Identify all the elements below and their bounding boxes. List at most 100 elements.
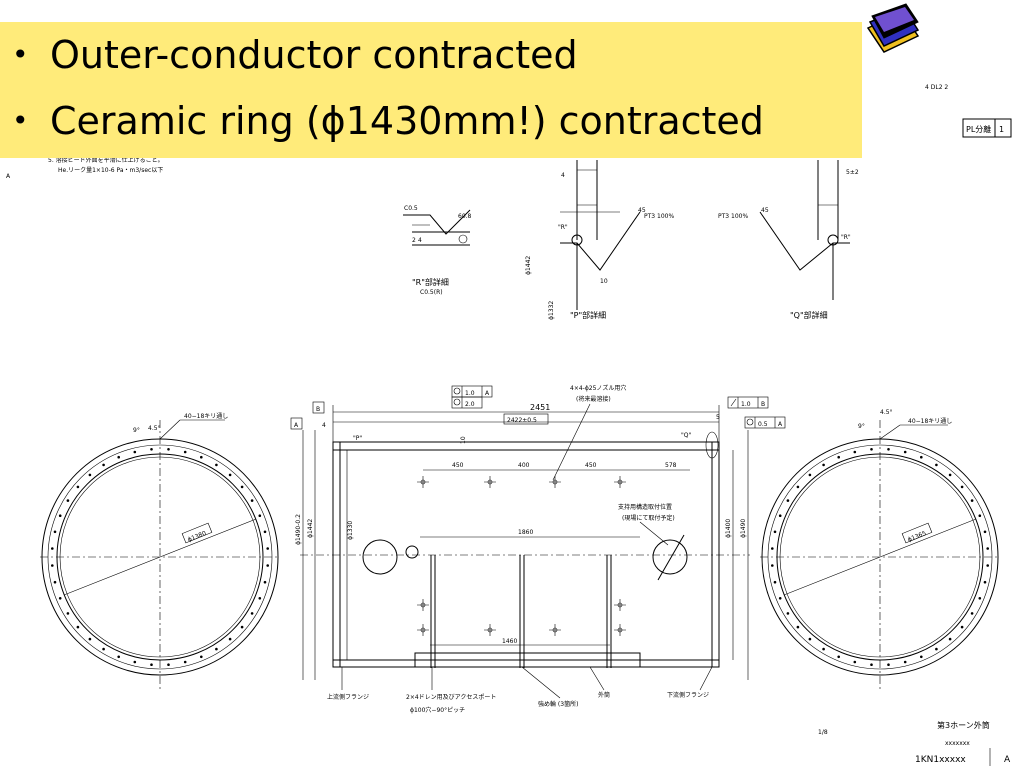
bolt-hole	[935, 463, 938, 467]
svg-text:A: A	[485, 390, 490, 397]
bolt-hole	[808, 637, 812, 641]
svg-text:ϕ100穴−90°ピッチ: ϕ100穴−90°ピッチ	[410, 706, 465, 714]
svg-text:1860: 1860	[518, 529, 533, 536]
bolt-hole	[215, 463, 218, 467]
nozzle-hole-mark	[417, 599, 429, 611]
svg-text:10: 10	[600, 278, 608, 285]
bolt-hole	[183, 660, 187, 664]
svg-text:5±2: 5±2	[846, 169, 859, 176]
bolt-hole	[771, 547, 774, 550]
bolt-hole	[978, 597, 982, 600]
bolt-hole	[948, 637, 952, 641]
svg-text:40−18キリ通し: 40−18キリ通し	[908, 417, 952, 425]
bolt-hole	[903, 660, 907, 664]
nozzle-note: 4×4-ϕ25ノズル用穴	[570, 384, 626, 392]
svg-text:A: A	[294, 422, 299, 429]
svg-text:45: 45	[638, 207, 646, 214]
bolt-hole	[903, 450, 907, 454]
bolt-hole	[263, 580, 267, 584]
title-block-sheet: A	[1004, 755, 1011, 765]
bolt-hole	[796, 625, 800, 629]
bullet-item: •Outer-conductor contracted	[12, 33, 578, 77]
title-block-sub: xxxxxxx	[945, 740, 970, 747]
svg-text:ϕ1442: ϕ1442	[307, 519, 314, 538]
drawing-header-ref: 4 DL2 2	[925, 84, 948, 91]
svg-text:1.0: 1.0	[465, 390, 475, 397]
pl-value: 1	[999, 125, 1004, 134]
bolt-hole	[263, 530, 267, 534]
detail-Q-label: "Q"部詳細	[790, 310, 828, 320]
dim-inner-length: 2422±0.5	[507, 417, 537, 424]
nozzle-hole-mark	[614, 624, 626, 636]
svg-text:1.0: 1.0	[741, 401, 751, 408]
bolt-hole	[258, 597, 262, 600]
drawing-note-2: He.リーク量1×10-6 Pa・m3/sec以下	[58, 167, 163, 174]
bolt-hole	[66, 612, 70, 615]
bolt-hole	[51, 564, 54, 567]
nozzle-hole-mark	[614, 476, 626, 488]
bolt-hole	[53, 580, 57, 584]
svg-text:10: 10	[460, 436, 467, 444]
svg-text:1460: 1460	[502, 638, 517, 645]
svg-text:4.5°: 4.5°	[148, 425, 161, 432]
bolt-hole	[53, 530, 57, 534]
bolt-hole	[887, 448, 890, 451]
svg-text:2: 2	[412, 237, 416, 244]
bolt-hole	[822, 647, 825, 651]
bolt-hole	[88, 473, 92, 477]
title-block-number: 1KN1xxxxx	[915, 755, 966, 765]
nozzle-hole	[420, 479, 426, 485]
bolt-hole	[773, 580, 777, 584]
title-block-name: 第3ホーン外筒	[937, 720, 990, 730]
svg-text:ϕ1380: ϕ1380	[187, 530, 208, 544]
nozzle-hole-mark	[417, 476, 429, 488]
svg-text:4.5°: 4.5°	[880, 409, 893, 416]
svg-text:60.8: 60.8	[458, 213, 472, 220]
bolt-hole	[167, 663, 170, 666]
svg-text:B: B	[761, 401, 765, 408]
bolt-hole	[853, 660, 857, 664]
detail-Q: 5±2 PT3 100% 45 "R" "Q"部詳細	[718, 160, 859, 320]
drawing-note-1: 5. 溶接ビード外面を平滑に仕上げること。	[48, 156, 164, 164]
bolt-hole	[266, 547, 270, 550]
svg-text:A: A	[778, 421, 783, 428]
svg-text:C0.5: C0.5	[404, 205, 418, 212]
svg-text:450: 450	[452, 462, 464, 469]
bolt-hole	[240, 485, 244, 489]
bolt-hole	[102, 463, 105, 467]
svg-text:C0.5(R): C0.5(R)	[420, 289, 443, 296]
svg-text:ϕ1365: ϕ1365	[907, 530, 928, 544]
bolt-hole	[786, 499, 790, 502]
bolt-hole	[258, 514, 262, 517]
bolt-hole	[978, 514, 982, 517]
nozzle-hole-mark	[614, 599, 626, 611]
bolt-hole	[796, 485, 800, 489]
svg-text:578: 578	[665, 462, 677, 469]
bolt-hole	[228, 637, 232, 641]
svg-text:(現場にて取付予定): (現場にて取付予定)	[622, 514, 675, 522]
detail-P: 4 10 "R" PT3 100% 45 ϕ1442 ϕ1332 "P"部詳細	[525, 160, 674, 320]
detail-R: C0.5 60.8 2 4 "R"部詳細 C0.5(R)	[403, 205, 472, 296]
svg-text:ϕ1490-0.2: ϕ1490-0.2	[295, 514, 302, 545]
bolt-hole	[150, 663, 153, 666]
bullet-callout: •Outer-conductor contracted •Ceramic rin…	[0, 22, 862, 158]
bolt-hole	[960, 625, 964, 629]
label-downstream-flange: 下流側フランジ	[667, 691, 709, 699]
bolt-hole	[117, 655, 120, 659]
bullet-item: •Ceramic ring (ϕ1430mm!) contracted	[12, 99, 764, 143]
svg-text:PT3 100%: PT3 100%	[644, 213, 674, 220]
bolt-hole	[986, 547, 989, 550]
books-logo-icon	[866, 3, 920, 53]
bolt-hole	[150, 448, 153, 451]
svg-text:4: 4	[561, 172, 565, 179]
bolt-hole	[960, 485, 964, 489]
flange-left: ϕ1380 40−18キリ通し 9° 4.5°	[40, 412, 280, 690]
svg-text:(将来最溶接): (将来最溶接)	[576, 395, 611, 403]
svg-text:B: B	[316, 406, 320, 413]
svg-text:A: A	[6, 173, 11, 180]
nozzle-hole-mark	[549, 476, 561, 488]
pl-label: PL分離	[966, 124, 991, 134]
bolt-hole	[51, 547, 54, 550]
svg-text:4: 4	[418, 237, 422, 244]
